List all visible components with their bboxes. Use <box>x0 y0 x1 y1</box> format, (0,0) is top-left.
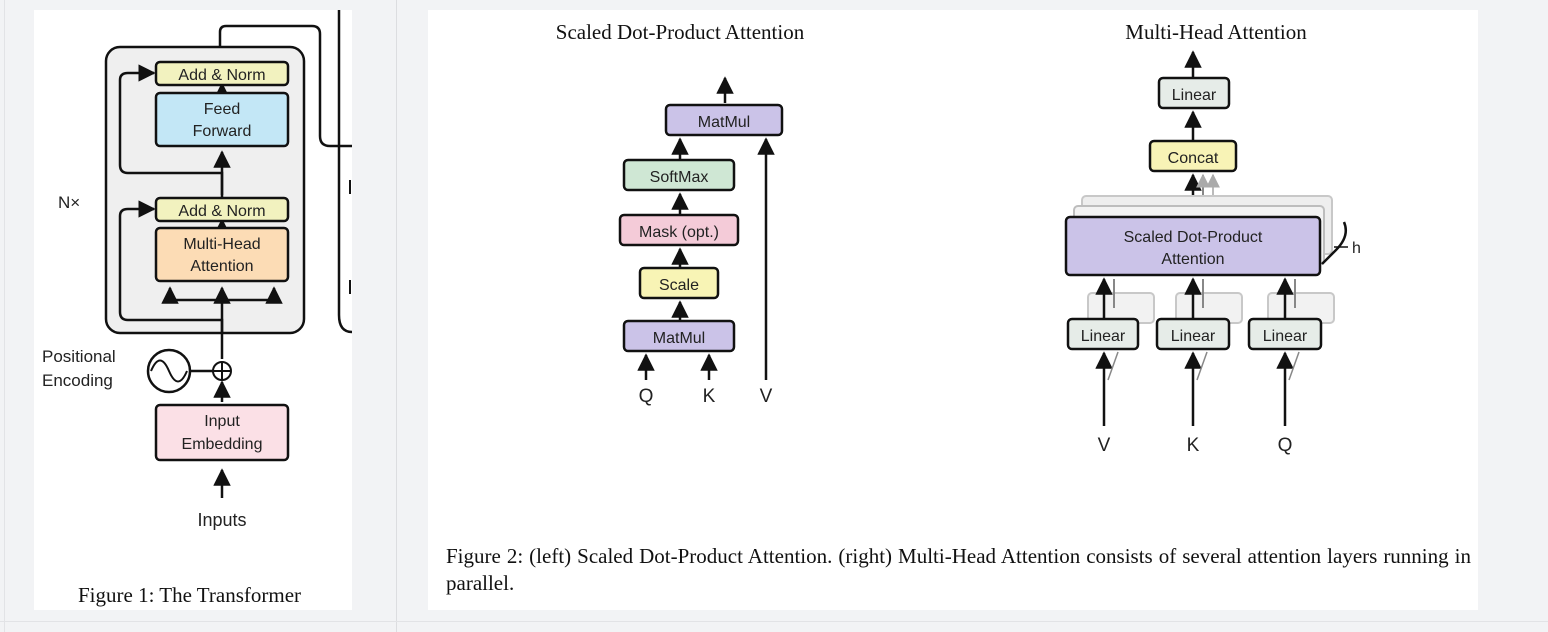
repeat-label: N× <box>58 193 80 212</box>
sdpa-title: Scaled Dot-Product Attention <box>556 20 805 44</box>
figure2-caption: Figure 2: (left) Scaled Dot-Product Atte… <box>446 544 1471 595</box>
linear-v-label: Linear <box>1081 328 1126 345</box>
feed-forward-label-2: Forward <box>193 123 252 140</box>
add-norm-top-label: Add & Norm <box>178 67 265 84</box>
linear-q-box <box>1247 317 1323 351</box>
softmax-box <box>622 158 736 192</box>
k-input-arrow-shadow <box>1196 351 1208 381</box>
residual-arrow-ffn <box>118 64 224 195</box>
mha-linear-top-label: Linear <box>1172 87 1217 104</box>
multi-head-label-2: Attention <box>190 258 253 275</box>
input-embedding-box <box>154 403 290 462</box>
qkv-arrow-left <box>161 286 222 304</box>
v-input-arrow-shadow <box>1107 351 1119 381</box>
figure1-caption: Figure 1: The Transformer <box>78 583 302 607</box>
qkv-arrow-right <box>222 286 283 304</box>
figure2-panel: Scaled Dot-Product Attention MatMul Soft… <box>428 10 1478 610</box>
inputs-label: Inputs <box>197 510 246 530</box>
figure1-panel: Add & Norm Feed Forward Add & Norm Multi… <box>34 10 352 610</box>
mha-linear-top-box <box>1157 76 1231 110</box>
page-bottom-edge <box>0 621 1548 622</box>
add-norm-bottom-label: Add & Norm <box>178 203 265 220</box>
page-left-edge <box>4 0 5 632</box>
scale-box <box>638 266 720 300</box>
encoder-output-line <box>218 24 352 148</box>
concat-label: Concat <box>1168 150 1219 167</box>
mha-q-label: Q <box>1278 435 1293 456</box>
multi-head-label-1: Multi-Head <box>183 236 260 253</box>
mha-v-label: V <box>1098 435 1111 456</box>
mask-label: Mask (opt.) <box>639 224 719 241</box>
scale-label: Scale <box>659 277 699 294</box>
linear-v-box <box>1066 317 1140 351</box>
sdpa-q-label: Q <box>639 386 654 407</box>
sdpa-matmul-bottom-box <box>622 319 736 353</box>
mha-sdpa-box <box>1064 215 1322 277</box>
feed-forward-label-1: Feed <box>204 101 240 118</box>
softmax-label: SoftMax <box>650 169 709 186</box>
sdpa-matmul-top-label: MatMul <box>698 114 750 131</box>
sdpa-k-label: K <box>703 386 716 407</box>
sine-wave-curve <box>150 359 188 383</box>
column-divider <box>396 0 397 632</box>
add-norm-bottom-box <box>154 196 290 223</box>
h-brace <box>1321 221 1347 265</box>
mha-k-label: K <box>1187 435 1200 456</box>
transformer-diagram: Add & Norm Feed Forward Add & Norm Multi… <box>42 10 352 530</box>
decoder-edge <box>337 10 352 334</box>
attention-diagrams: Scaled Dot-Product Attention MatMul Soft… <box>556 20 1361 456</box>
sdpa-v-label: V <box>760 386 773 407</box>
linear-q-label: Linear <box>1263 328 1308 345</box>
concat-box <box>1148 139 1238 173</box>
sdpa-matmul-top-box <box>664 103 784 137</box>
sdpa-matmul-bottom-label: MatMul <box>653 330 705 347</box>
h-label: h <box>1352 240 1361 257</box>
positional-label-2: Encoding <box>42 371 113 390</box>
mha-sdpa-label-1: Scaled Dot-Product <box>1124 229 1263 246</box>
mha-sdpa-label-2: Attention <box>1161 251 1224 268</box>
linear-k-box <box>1155 317 1231 351</box>
q-input-arrow-shadow <box>1288 351 1300 381</box>
input-embedding-label-2: Embedding <box>182 436 263 453</box>
add-norm-top-box <box>154 60 290 87</box>
mask-box <box>618 213 740 247</box>
input-embedding-label-1: Input <box>204 413 240 430</box>
residual-arrow-attention <box>118 200 224 332</box>
multi-head-attention-box <box>154 226 290 283</box>
positional-label-1: Positional <box>42 347 116 366</box>
linear-k-label: Linear <box>1171 328 1216 345</box>
mha-title: Multi-Head Attention <box>1125 20 1307 44</box>
feed-forward-box <box>154 91 290 148</box>
